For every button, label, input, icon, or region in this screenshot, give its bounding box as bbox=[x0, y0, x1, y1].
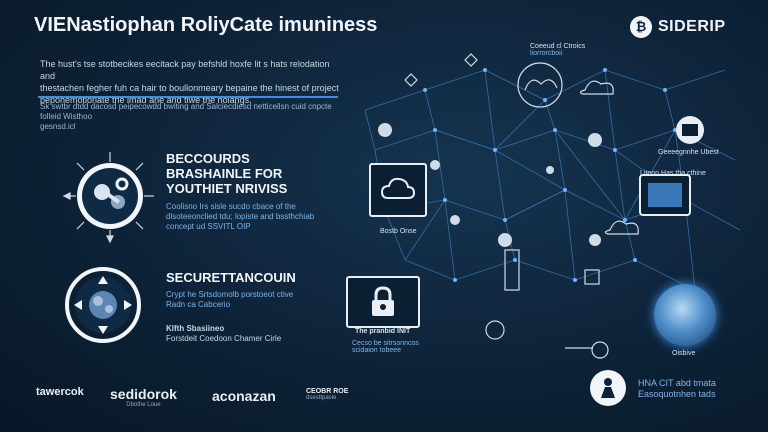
padlock-icon bbox=[372, 286, 394, 316]
lock-shield-icon bbox=[65, 267, 141, 343]
intro-line: The hust's tse stotbecikes eecitack pay … bbox=[40, 59, 330, 81]
partner-subtitle: dsesttpasie bbox=[306, 395, 337, 401]
tile-subcaption-line: scidaion tobeee bbox=[352, 347, 402, 354]
diagram-label-text: Coeeud cl Ctroics bbox=[530, 43, 586, 50]
diagram-label: Geeeegnnhe Ubest bbox=[658, 149, 719, 156]
intro-sub-line: Sk swtbr dtdd dacosd peipecowdd bwiting … bbox=[40, 102, 332, 121]
intro-line: thestachen fegher fuh ca hair to boullon… bbox=[40, 83, 339, 93]
page-title: VIENastiophan RoliyCate imuniness bbox=[34, 14, 378, 36]
feature-heading: BECCOURDS bbox=[166, 151, 250, 166]
partner-name: CEOBR ROE bbox=[306, 388, 349, 395]
brand-logo[interactable]: ₿ SIDERIP bbox=[630, 16, 726, 38]
feature-heading: BRASHAINLE FOR bbox=[166, 166, 283, 181]
network-diagram bbox=[364, 53, 741, 359]
feature-desc: Coolisno Irs sisle sucdo cbace of the bbox=[166, 202, 296, 211]
diagram-label: Liteon Has tha cthine bbox=[640, 170, 706, 177]
partner-name: aconazan bbox=[212, 388, 276, 404]
brand-name: SIDERIP bbox=[658, 18, 726, 35]
partner-logo[interactable]: aconazan bbox=[212, 388, 276, 404]
partner-subtitle: Dbothe Loue bbox=[126, 402, 161, 408]
feature-block: BECCOURDS BRASHAINLE FOR YOUTHIET NRIVIS… bbox=[166, 151, 314, 232]
feature-desc: Crypt he Srtsdomolb porstoeot ctive bbox=[166, 290, 294, 299]
security-keys-icon bbox=[62, 152, 154, 244]
intro-text: The hust's tse stotbecikes eecitack pay … bbox=[40, 58, 340, 106]
feature-desc: concept ud SSVITL OIP bbox=[166, 222, 251, 231]
feature-desc: dlsoteeonclied tdu; lopiste and bssthchi… bbox=[166, 212, 315, 221]
person-glyph bbox=[601, 378, 615, 398]
sphere-caption: Oisbive bbox=[672, 350, 696, 357]
feature-heading: YOUTHIET NRIVISS bbox=[166, 181, 288, 196]
bottom-right-line: Easoquotnhen tads bbox=[638, 389, 716, 399]
partner-logo[interactable]: sedidorok Dbothe Loue bbox=[110, 386, 177, 408]
person-icon[interactable] bbox=[590, 370, 626, 406]
partner-name: tawercok bbox=[36, 386, 84, 398]
tile-caption: The pranbid INIT bbox=[355, 328, 411, 335]
tile-subcaption: Cecso be sitrsonncos scidaion tobeee bbox=[352, 340, 419, 354]
partner-logo[interactable]: tawercok bbox=[36, 386, 84, 398]
globe-sphere bbox=[654, 284, 716, 346]
feature-note: Klfth Sbasiineo bbox=[166, 324, 225, 333]
feature-block: SECURETTANCOUIN Crypt he Srtsdomolb pors… bbox=[166, 270, 296, 344]
tile-caption: Bostb Onse bbox=[380, 228, 417, 235]
feature-icon-wrap bbox=[62, 264, 144, 351]
bottom-right-text: HNA CIT abd tmata Easoquotnhen tads bbox=[638, 378, 716, 400]
bottom-right-line: HNA CIT abd tmata bbox=[638, 378, 716, 388]
bitcoin-icon: ₿ bbox=[630, 16, 652, 38]
divider bbox=[38, 96, 338, 98]
feature-icon-wrap bbox=[62, 148, 158, 249]
cloud-tile[interactable] bbox=[369, 163, 427, 217]
feature-heading: SECURETTANCOUIN bbox=[166, 270, 296, 285]
partner-name: sedidorok bbox=[110, 386, 177, 402]
diagram-label: Coeeud cl Ctroics liorrorcboii bbox=[530, 43, 585, 57]
intro-line: pepohemotioriate the imad ane and tiwe t… bbox=[40, 95, 252, 105]
feature-desc: Radn ca Cabcerio bbox=[166, 300, 231, 309]
feature-note: Forstdeit Coedoon Chamer Cirle bbox=[166, 334, 282, 343]
partner-logo[interactable]: CEOBR ROE dsesttpasie bbox=[306, 388, 348, 401]
cloud-icon bbox=[380, 177, 416, 199]
diagram-label-text: liorrorcboii bbox=[530, 50, 563, 57]
tile-subcaption-line: Cecso be sitrsonncos bbox=[352, 340, 419, 347]
intro-sub-line: gesnsd.icl bbox=[40, 122, 76, 131]
lock-tile[interactable] bbox=[346, 276, 420, 328]
intro-subtext: Sk swtbr dtdd dacosd peipecowdd bwiting … bbox=[40, 102, 350, 132]
